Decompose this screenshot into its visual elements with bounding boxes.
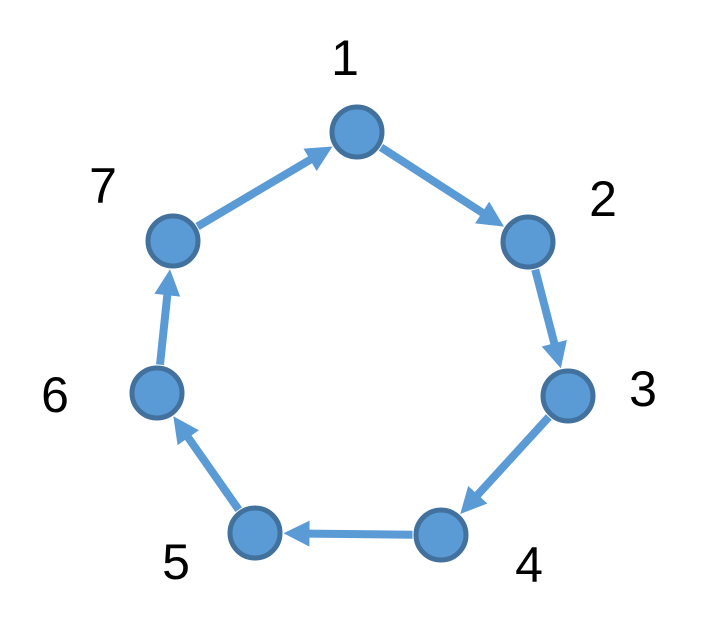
- arrowhead-3-to-4: [460, 486, 488, 514]
- edge-5-to-6: [183, 433, 242, 512]
- node-label-1: 1: [331, 30, 359, 86]
- node-label-5: 5: [162, 534, 190, 590]
- edge-6-to-7: [156, 292, 172, 366]
- node-4: [413, 507, 469, 563]
- arrowhead-5-to-6: [173, 416, 199, 446]
- node-3: [540, 368, 596, 424]
- node-7: [145, 213, 201, 269]
- arrowhead-4-to-5: [283, 520, 310, 547]
- node-label-2: 2: [589, 171, 617, 227]
- arrowhead-2-to-3: [541, 340, 567, 369]
- edge-2-to-3: [531, 268, 559, 347]
- arrowhead-6-to-7: [154, 269, 181, 297]
- node-label-6: 6: [41, 367, 69, 423]
- arrowhead-7-to-1: [303, 146, 333, 171]
- node-label-7: 7: [89, 158, 117, 214]
- node-6: [129, 365, 185, 421]
- node-label-3: 3: [629, 361, 657, 417]
- edge-7-to-1: [195, 155, 314, 230]
- edge-1-to-2: [378, 144, 486, 217]
- arrowhead-1-to-2: [475, 201, 504, 227]
- edge-4-to-5: [307, 529, 413, 539]
- node-1: [329, 104, 385, 160]
- node-label-4: 4: [515, 537, 543, 593]
- node-2: [500, 214, 556, 270]
- node-5: [227, 505, 283, 561]
- edge-3-to-4: [473, 414, 552, 499]
